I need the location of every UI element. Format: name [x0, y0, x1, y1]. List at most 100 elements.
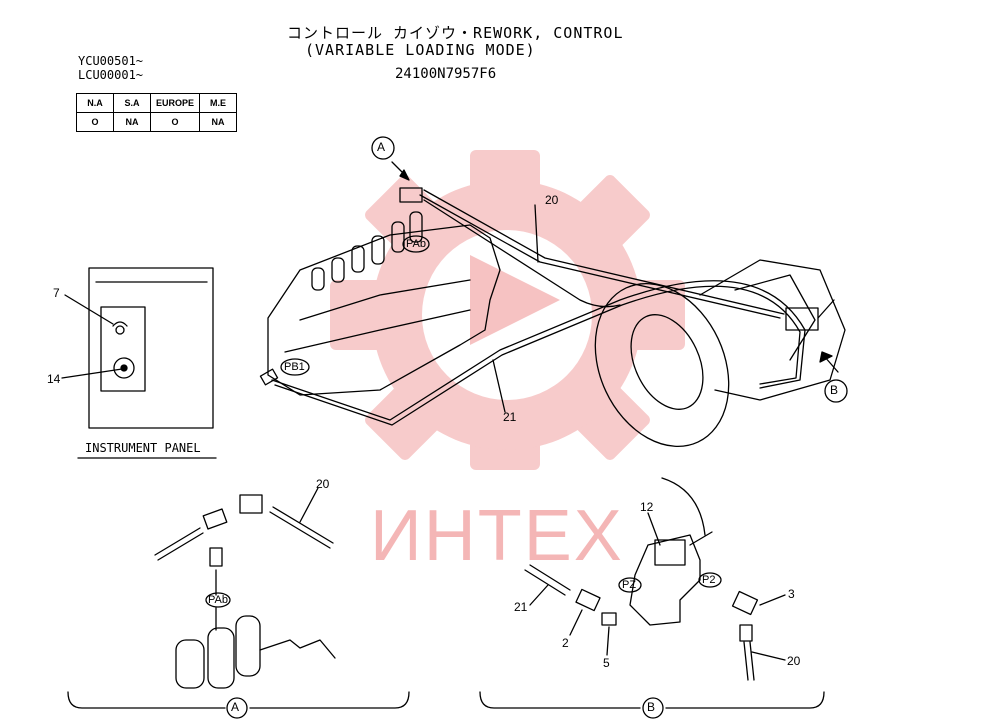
valve-body-edge	[299, 279, 471, 321]
detail-b-leader-5	[606, 626, 610, 656]
detail-b-callout-5: 5	[603, 656, 610, 670]
detail-a-port-label: PAb	[208, 594, 228, 606]
title-line-1: コントロール カイゾウ・REWORK, CONTROL	[287, 24, 624, 42]
detail-a-elbow-fitting	[239, 494, 263, 514]
detail-a-pipe-20-2	[272, 506, 334, 544]
view-a-circle	[371, 136, 395, 160]
detail-b-port-pz	[618, 577, 642, 593]
pipes-main	[271, 189, 806, 426]
detail-b-leader-3	[759, 594, 786, 606]
detail-b-callout-2: 2	[562, 636, 569, 650]
view-a-arrow	[391, 161, 410, 181]
detail-a-label-circle	[226, 697, 248, 719]
detail-b-port-p2	[698, 572, 722, 588]
rotary-switch-center	[120, 364, 128, 372]
upper-fitting	[399, 187, 423, 203]
detail-b-port-p2-label: P2	[702, 574, 716, 586]
detail-b-callout-12: 12	[640, 500, 654, 514]
port-pab-label: PAb	[406, 238, 426, 250]
view-b-circle	[824, 379, 848, 403]
pump-body	[699, 259, 846, 401]
detail-a-leader-20	[299, 487, 319, 523]
callout-7: 7	[53, 286, 60, 300]
pipe-21-b	[274, 285, 801, 426]
view-b-letter: B	[830, 383, 839, 397]
detail-b-leader-2	[569, 609, 583, 636]
detail-b-bracket	[479, 691, 825, 709]
port-pb1-marker	[280, 358, 310, 376]
detail-b-elbow-3	[731, 590, 759, 616]
detail-a-spool-1	[175, 639, 205, 689]
title-line-2: (VARIABLE LOADING MODE)	[305, 41, 536, 59]
valve-body-outline	[267, 224, 501, 396]
detail-b-callout-3: 3	[788, 587, 795, 601]
detail-a-spool-3	[235, 615, 261, 677]
detail-b-adapter	[739, 624, 753, 642]
detail-b-leader-12	[647, 512, 661, 546]
lower-fitting	[259, 368, 279, 386]
detail-a-pipe-left-2	[157, 532, 204, 561]
callout-20-main: 20	[545, 193, 559, 207]
callout-14: 14	[47, 372, 61, 386]
port-pab-marker	[402, 235, 430, 253]
detail-b-pipe-21-2	[529, 564, 571, 591]
detail-b-pipe-20	[743, 641, 749, 681]
instrument-panel-frame	[88, 267, 214, 429]
detail-a-callout-20: 20	[316, 477, 330, 491]
leader-21-main	[492, 359, 506, 413]
region-value-sa: NA	[113, 112, 151, 132]
view-b-arrow	[819, 351, 839, 373]
detail-b-label-circle	[642, 697, 664, 719]
pipe-20-a	[419, 194, 781, 319]
callout-21-main: 21	[503, 410, 517, 424]
pump-solenoid-valve	[785, 307, 819, 331]
region-table: N.A S.A EUROPE M.E O NA O NA	[76, 93, 237, 132]
view-a-letter: A	[377, 140, 386, 154]
detail-a-bracket	[67, 691, 410, 709]
detail-b-drawing	[479, 477, 825, 719]
detail-b-pipe-20-2	[749, 641, 755, 681]
pipe-20-b	[423, 189, 785, 315]
pump-body-detail	[734, 274, 816, 361]
view-marker-a	[371, 136, 410, 181]
detail-b-port-pz-label: PZ	[622, 579, 637, 591]
detail-b-leader-21	[529, 584, 549, 606]
flywheel-housing-inner	[630, 314, 704, 410]
valve-body-edge-2	[284, 309, 471, 353]
pump-drawing	[594, 259, 846, 448]
pipe-21-a	[271, 280, 806, 421]
detail-b-harness	[661, 477, 706, 536]
part-number: 24100N7957F6	[395, 66, 497, 82]
detail-a-tee-fitting	[202, 508, 228, 530]
rotary-switch	[113, 357, 135, 379]
view-marker-b	[819, 351, 848, 403]
detail-b-pipe-21	[524, 569, 566, 596]
instrument-panel-drawing	[61, 267, 217, 459]
detail-a-body-edge	[259, 639, 336, 659]
valve-spools	[311, 211, 423, 291]
leader-20-main	[534, 204, 539, 263]
control-valve-drawing	[259, 187, 501, 396]
watermark-play-mark	[470, 255, 560, 345]
detail-b-leader-20	[751, 651, 786, 661]
serial-ycu: YCU00501~	[78, 54, 144, 68]
detail-a-adapter	[209, 547, 223, 567]
serial-lcu: LCU00001~	[78, 68, 144, 82]
region-value-me: NA	[199, 112, 237, 132]
detail-a-port-marker	[205, 592, 231, 608]
region-table-value-row: O NA O NA	[76, 112, 237, 132]
detail-a-letter: A	[231, 700, 240, 714]
switch-plate	[100, 306, 146, 392]
detail-b-bolt	[689, 531, 713, 546]
detail-a-pipe-20	[269, 511, 331, 549]
detail-b-callout-21: 21	[514, 600, 528, 614]
watermark-text: ИНТЕХ	[370, 496, 624, 576]
detail-a-spool-2	[207, 627, 235, 689]
pump-bolt	[817, 299, 835, 319]
flywheel-housing-outer	[594, 282, 730, 448]
instrument-panel-label: INSTRUMENT PANEL	[85, 441, 201, 455]
detail-a-pipe-left	[154, 527, 201, 556]
mode-switch-knob	[115, 325, 125, 335]
port-pb1-label: PB1	[284, 361, 305, 373]
